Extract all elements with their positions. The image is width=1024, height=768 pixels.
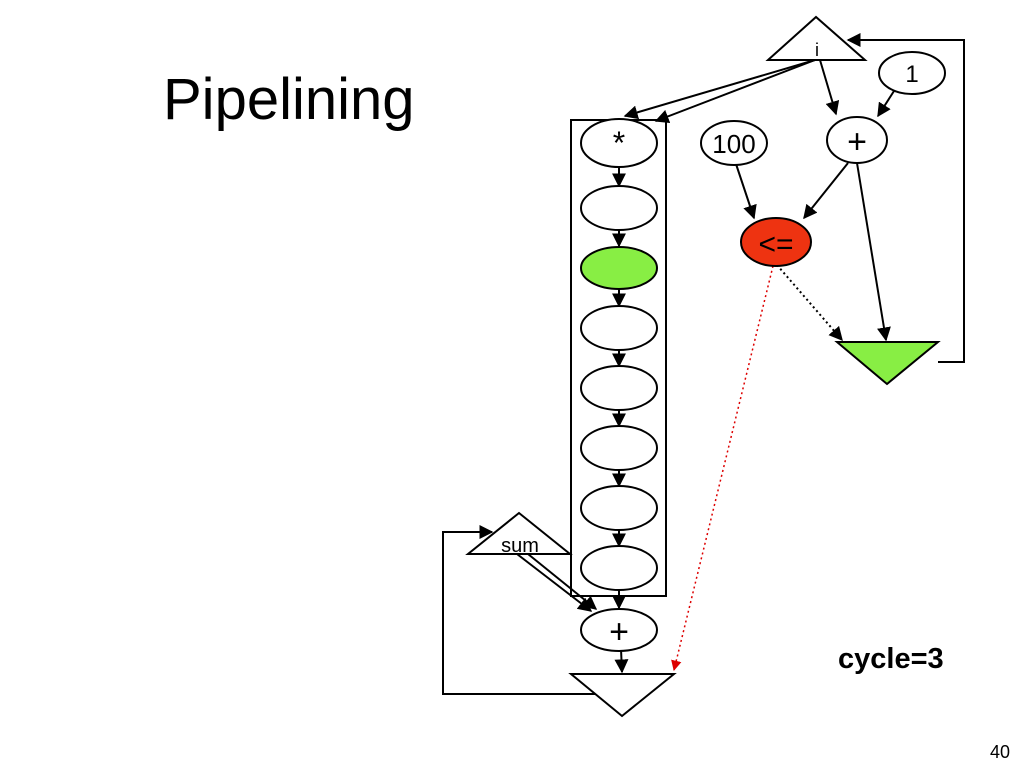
edge-sum-to-plus-a	[516, 553, 593, 612]
pipeline-stage-4	[580, 305, 658, 351]
edge-hundred-to-le	[735, 163, 757, 220]
pipeline-stage-6	[580, 425, 658, 471]
hundred-label: 100	[712, 129, 755, 159]
edge-i-to-mul-a	[623, 59, 816, 120]
edge-plus-to-mux	[856, 162, 891, 342]
i-feedback-loop	[846, 33, 965, 363]
edge-sum-to-plus-b	[527, 553, 598, 610]
page-number: 40	[990, 742, 1011, 762]
constant-one-node	[878, 51, 946, 95]
pipeline-stage-7	[580, 485, 658, 531]
sum-label: sum	[501, 535, 539, 557]
edge-plus-to-le	[803, 162, 849, 220]
sum-register-node	[465, 511, 573, 555]
less-equal-node	[740, 217, 812, 267]
plus-top-node	[826, 116, 888, 164]
edge-plus-to-output	[614, 648, 629, 674]
constant-hundred-node	[700, 120, 768, 166]
sum-mux-node	[568, 673, 677, 718]
multiply-stage-node	[580, 118, 658, 168]
plus-top-label: +	[847, 123, 867, 161]
pipeline-stage-3-active	[580, 246, 658, 290]
edge-one-to-plus	[877, 90, 895, 118]
i-label: i	[815, 40, 819, 60]
one-label: 1	[905, 61, 918, 88]
pipeline-stage-5	[580, 365, 658, 411]
i-mux-node	[834, 341, 941, 386]
sum-feedback-loop	[442, 525, 620, 695]
cycle-label: cycle=3	[838, 643, 944, 675]
edge-i-to-plus	[819, 59, 840, 116]
plus-bottom-label: +	[609, 613, 629, 651]
plus-bottom-node	[580, 608, 658, 652]
edge-le-to-output-dotted	[671, 265, 774, 672]
le-label: <=	[758, 228, 793, 261]
pipeline-stage-8	[580, 545, 658, 591]
edge-le-to-mux-dotted	[776, 264, 843, 342]
mul-label: *	[613, 125, 625, 161]
pipeline-stage-2	[580, 185, 658, 231]
slide-title: Pipelining	[163, 67, 415, 132]
i-register-node	[765, 15, 868, 61]
edge-i-to-mul-b	[654, 59, 816, 124]
